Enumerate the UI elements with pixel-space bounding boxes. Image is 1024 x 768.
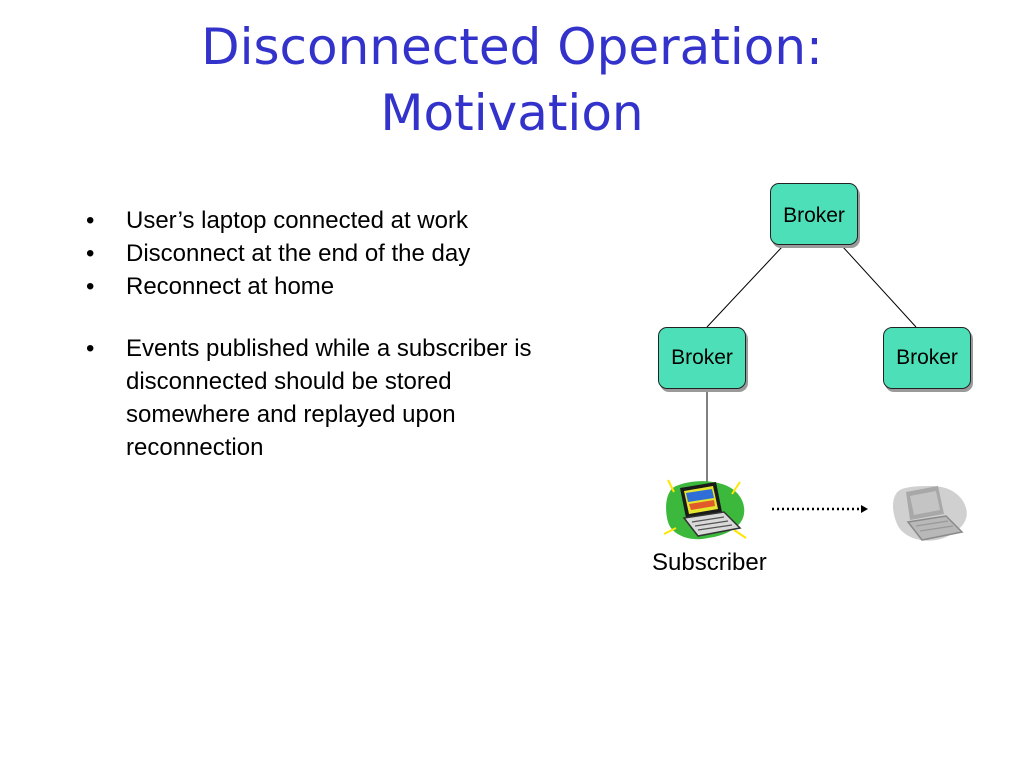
dotted-arrow bbox=[772, 505, 868, 513]
title-line-2: Motivation bbox=[380, 84, 644, 142]
broker-node-right: Broker bbox=[883, 327, 971, 389]
broker-node-left: Broker bbox=[658, 327, 746, 389]
faded-laptop-icon bbox=[893, 486, 967, 541]
slide-title: Disconnected Operation: Motivation bbox=[0, 14, 1024, 146]
bullet-item: Disconnect at the end of the day bbox=[86, 237, 566, 270]
bullet-list: User’s laptop connected at work Disconne… bbox=[86, 204, 566, 464]
bullet-item: Events published while a subscriber is d… bbox=[86, 332, 566, 464]
connector-top-right bbox=[842, 246, 917, 328]
connector-top-left bbox=[706, 246, 783, 328]
subscriber-label: Subscriber bbox=[652, 549, 767, 576]
bullet-item: User’s laptop connected at work bbox=[86, 204, 566, 237]
laptop-icon bbox=[663, 479, 747, 540]
broker-node-top: Broker bbox=[770, 183, 858, 245]
title-line-1: Disconnected Operation: bbox=[201, 18, 823, 76]
bullet-item: Reconnect at home bbox=[86, 270, 566, 303]
